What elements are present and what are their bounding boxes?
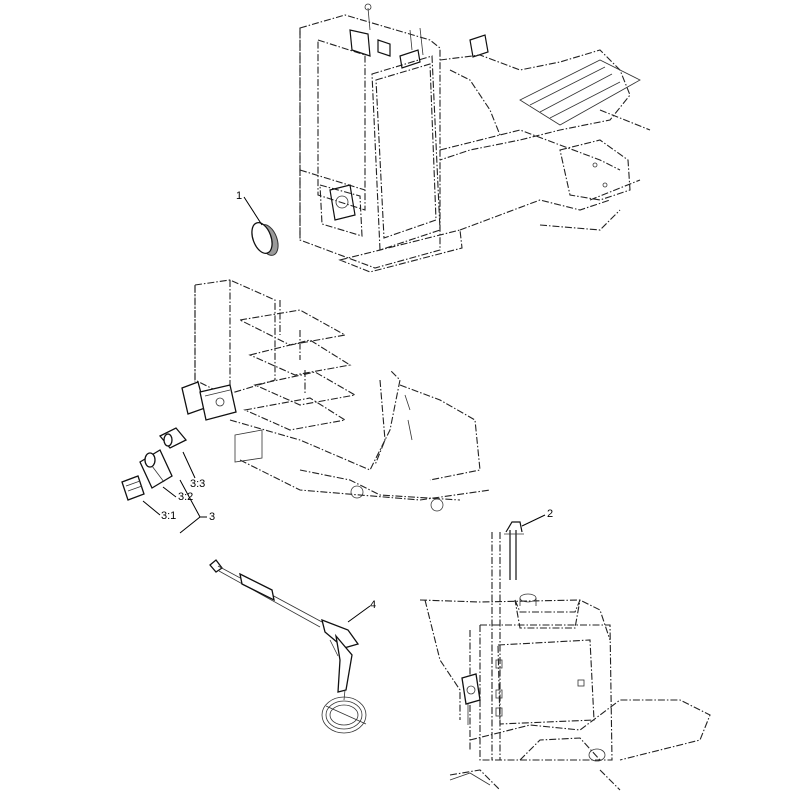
fitting-3-3-part bbox=[158, 427, 188, 449]
hook-part bbox=[504, 521, 524, 580]
view-bottom-right-machine bbox=[419, 532, 711, 791]
callout-3-2-label: 3:2 bbox=[178, 491, 193, 503]
callout-3-label: 3 bbox=[209, 511, 215, 523]
callout-2: 2 bbox=[521, 508, 553, 527]
callout-3-3-label: 3:3 bbox=[190, 478, 205, 490]
callout-3-1-label: 3:1 bbox=[161, 510, 176, 522]
spray-wand-part bbox=[209, 559, 367, 734]
wheel-chock-part bbox=[251, 222, 279, 256]
fitting-3-2-part bbox=[139, 449, 173, 489]
view-top-machine bbox=[299, 3, 651, 273]
callout-4: 4 bbox=[347, 599, 376, 623]
view-middle-steps bbox=[181, 279, 491, 512]
callout-2-label: 2 bbox=[547, 508, 553, 520]
callout-1: 1 bbox=[236, 190, 263, 226]
callout-3-group: 3:3 3:2 3:1 3 bbox=[142, 451, 215, 534]
fitting-3-1-part bbox=[121, 475, 145, 501]
callout-1-label: 1 bbox=[236, 190, 242, 202]
callout-4-label: 4 bbox=[370, 599, 376, 611]
